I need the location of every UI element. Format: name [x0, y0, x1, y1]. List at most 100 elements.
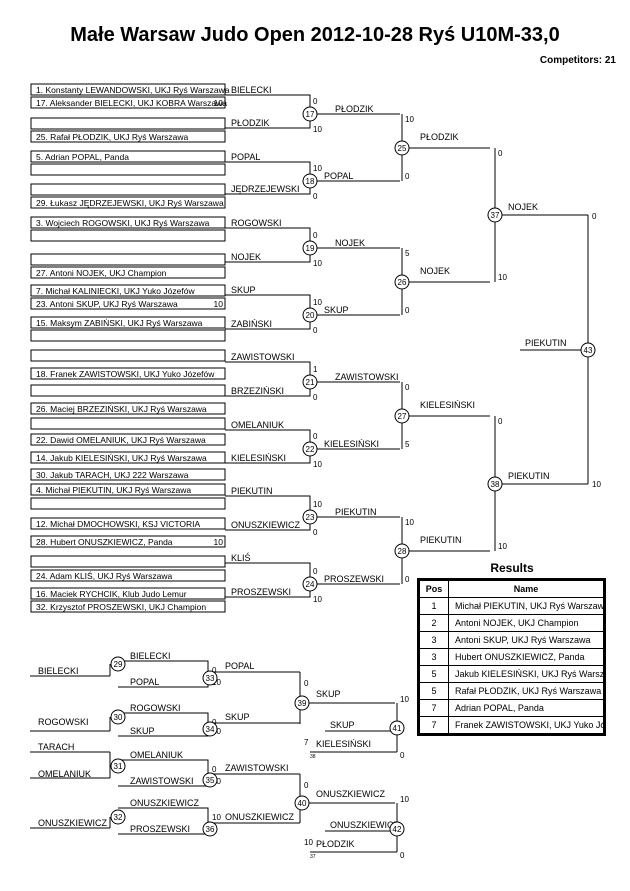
winner-label: ZAWISTOWSKI [335, 372, 399, 382]
entry-name: 3. Wojciech ROGOWSKI, UKJ Ryś Warszawa [36, 218, 210, 228]
match-score: 10 [400, 795, 409, 804]
entry-name: 12. Michał DMOCHOWSKI, KSJ VICTORIA [36, 519, 201, 529]
winner-label: SKUP [316, 689, 341, 699]
match-node-circle [487, 207, 503, 223]
competitor-label: BIELECKI [231, 85, 272, 95]
winner-label: POPAL [225, 661, 254, 671]
results-title: Results [490, 561, 534, 575]
competitor-label: ONUSZKIEWICZ [231, 520, 301, 530]
entry-box [30, 229, 226, 242]
match-score: 0 [313, 97, 318, 106]
match-score: 0 [498, 149, 503, 158]
entry-box [30, 284, 226, 297]
entry-box [30, 316, 226, 329]
match-score: 10 [313, 125, 322, 134]
rep-competitor-label: POPAL [130, 677, 159, 687]
match-score: 0 [304, 781, 309, 790]
entry-box [30, 183, 226, 196]
results-name: Adrian POPAL, Panda [448, 699, 604, 717]
bronze-competitor-label: ONUSZKIEWICZ [330, 820, 400, 830]
rep-match-node-number: 29 [114, 660, 123, 669]
match-score: 10 [304, 838, 313, 847]
match-score: 0 [313, 231, 318, 240]
entry-box [30, 451, 226, 464]
rep-competitor-label: OMELANIUK [130, 750, 183, 760]
entry-name: 16. Maciek RYCHCIK, Klub Judo Lemur [36, 589, 187, 599]
rep-competitor-label: SKUP [130, 726, 155, 736]
match-score: 10 [405, 518, 414, 527]
entry-box [30, 535, 226, 548]
winner-label: PIEKUTIN [335, 507, 377, 517]
entry-name: 30. Jakub TARACH, UKJ 222 Warszawa [36, 470, 189, 480]
rep-match-node-circle [202, 721, 218, 737]
rep-match-node-circle [294, 795, 310, 811]
match-node-number: 18 [306, 177, 315, 186]
winner-label: KIELESIŃSKI [324, 439, 379, 449]
bronze-match-node-circle [389, 720, 405, 736]
match-score: 7 [304, 738, 309, 747]
match-node-number: 20 [306, 311, 315, 320]
competitors-count: Competitors: 21 [539, 55, 616, 66]
rep-match-node-circle [294, 695, 310, 711]
match-score: 0 [400, 851, 405, 860]
match-node-number: 37 [491, 211, 500, 220]
results-name: Rafał PŁODZIK, UKJ Ryś Warszawa [448, 682, 604, 700]
rep-match-node-number: 33 [206, 674, 215, 683]
competitor-label: ROGOWSKI [231, 218, 282, 228]
source-match-ref: 38 [310, 754, 316, 760]
winner-label: SKUP [225, 712, 250, 722]
match-score: 1 [313, 365, 318, 374]
bronze-competitor-label: KIELESIŃSKI [316, 739, 371, 749]
match-score: 0 [400, 751, 405, 760]
match-node-circle [302, 240, 318, 256]
entry-box [30, 96, 226, 109]
rep-match-node-circle [202, 670, 218, 686]
entry-score: 10 [214, 299, 224, 309]
rep-entry-label: ROGOWSKI [38, 717, 89, 727]
entry-name: 32. Krzysztof PROSZEWSKI, UKJ Champion [36, 602, 206, 612]
entry-box [30, 117, 226, 130]
entry-box [30, 587, 226, 600]
winner-label: POPAL [324, 171, 353, 181]
match-node-circle [302, 106, 318, 122]
entry-box [30, 196, 226, 209]
match-score: 10 [212, 813, 221, 822]
entry-box [30, 367, 226, 380]
final-winner-label: PIEKUTIN [525, 338, 567, 348]
rep-match-node-circle [110, 809, 126, 825]
match-score: 0 [498, 417, 503, 426]
match-score: 10 [313, 259, 322, 268]
match-score: 0 [313, 432, 318, 441]
match-score: 10 [498, 273, 507, 282]
match-score: 10 [313, 595, 322, 604]
winner-label: NOJEK [508, 202, 538, 212]
rep-match-node-circle [110, 709, 126, 725]
match-score: 0 [405, 383, 410, 392]
match-node-number: 22 [306, 445, 315, 454]
match-node-number: 17 [306, 110, 315, 119]
entry-box [30, 83, 226, 96]
entry-name: 5. Adrian POPAL, Panda [36, 152, 129, 162]
results-name: Antoni NOJEK, UKJ Champion [448, 614, 604, 632]
winner-label: SKUP [324, 305, 349, 315]
entry-box [30, 497, 226, 510]
results-pos: 5 [419, 665, 449, 683]
entry-score: 10 [214, 537, 224, 547]
entry-name: 25. Rafał PŁODZIK, UKJ Ryś Warszawa [36, 132, 189, 142]
match-node-number: 28 [398, 547, 407, 556]
entry-name: 26. Maciej BRZEZIŃSKI, UKJ Ryś Warszawa [36, 404, 207, 414]
results-pos: 7 [419, 716, 449, 734]
rep-match-node-number: 31 [114, 762, 123, 771]
results-pos: 1 [419, 597, 449, 615]
bronze-competitor-label: SKUP [330, 720, 355, 730]
rep-match-node-circle [202, 821, 218, 837]
match-node-number: 38 [491, 480, 500, 489]
rep-match-node-number: 39 [298, 699, 307, 708]
competitor-label: KIELESIŃSKI [231, 453, 286, 463]
rep-match-node-number: 36 [206, 825, 215, 834]
page-title: Małe Warsaw Judo Open 2012-10-28 Ryś U10… [70, 24, 560, 46]
